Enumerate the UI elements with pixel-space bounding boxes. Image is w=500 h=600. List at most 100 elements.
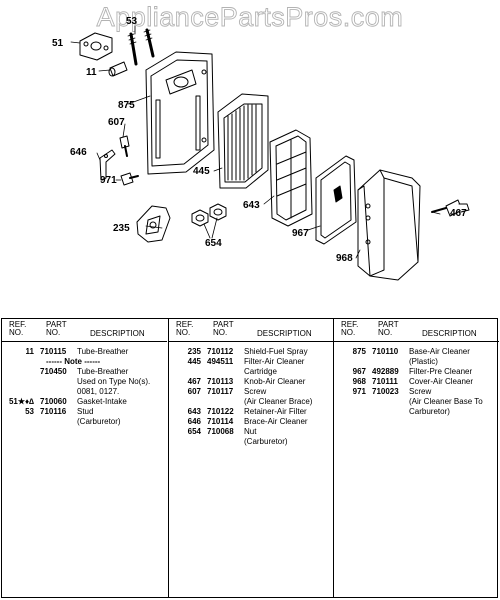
ref-number: 607 xyxy=(187,387,201,396)
description-line: 0081, 0127. xyxy=(77,387,120,396)
ref-number: 445 xyxy=(187,357,201,366)
header-description: DESCRIPTION xyxy=(90,329,145,338)
part-description: Knob-Air Cleaner xyxy=(244,377,334,387)
description-line: (Carburetor) xyxy=(77,417,121,426)
knob-air-cleaner-part xyxy=(431,199,470,217)
ref-number: 654 xyxy=(187,427,201,436)
callout-967: 967 xyxy=(292,228,309,239)
description-line: (Plastic) xyxy=(409,357,438,366)
part-number: 494511 xyxy=(207,357,234,366)
description-line: Cover-Air Cleaner xyxy=(409,377,474,386)
ref-number: 971 xyxy=(352,387,366,396)
callout-607: 607 xyxy=(108,117,125,128)
description-line: Used on Type No(s). xyxy=(77,377,151,386)
callout-235: 235 xyxy=(113,223,130,234)
ref-number: 643 xyxy=(187,407,201,416)
note-label: ------ Note ------ xyxy=(46,357,101,366)
description-line: Base-Air Cleaner xyxy=(409,347,470,356)
part-description: Screw(Air Cleaner Brace) xyxy=(244,387,334,407)
callout-875: 875 xyxy=(118,100,135,111)
description-line: (Air Cleaner Brace) xyxy=(244,397,313,406)
description-line: Filter-Air Cleaner xyxy=(244,357,305,366)
part-number: 710112 xyxy=(207,347,234,356)
brace-air-cleaner-part xyxy=(99,149,116,181)
part-description: Brace-Air Cleaner xyxy=(244,417,334,427)
callout-971: 971 xyxy=(100,175,117,186)
base-air-cleaner-part xyxy=(145,51,215,175)
ref-number: 967 xyxy=(352,367,366,376)
description-line: Nut xyxy=(244,427,257,436)
callout-467: 467 xyxy=(450,208,467,219)
part-number: 710116 xyxy=(40,407,67,416)
part-description: Stud(Carburetor) xyxy=(77,407,167,427)
callout-53: 53 xyxy=(126,16,138,27)
watermark-text: AppliancePartsPros.com xyxy=(96,2,404,33)
part-number: 710115 xyxy=(40,347,67,356)
header-description: DESCRIPTION xyxy=(257,329,312,338)
description-line: (Carburetor) xyxy=(244,437,288,446)
tube-breather-part xyxy=(108,61,128,77)
retainer-air-filter-part xyxy=(269,129,313,227)
part-description: Nut(Carburetor) xyxy=(244,427,334,447)
callout-654: 654 xyxy=(205,238,222,249)
part-description: Tube-Breather xyxy=(77,347,167,357)
part-number: 710060 xyxy=(40,397,67,406)
part-number: 710111 xyxy=(372,377,398,386)
description-line: Tube-Breather xyxy=(77,367,129,376)
callout-51: 51 xyxy=(52,38,64,49)
callout-646: 646 xyxy=(70,147,87,158)
screw-971-part xyxy=(120,172,139,186)
callout-445: 445 xyxy=(193,166,210,177)
description-line: (Air Cleaner Base To xyxy=(409,397,483,406)
ref-number: 235 xyxy=(187,347,201,356)
part-description: Cover-Air Cleaner xyxy=(409,377,499,387)
part-number: 710122 xyxy=(207,407,234,416)
ref-number: 53 xyxy=(25,407,34,416)
part-number: 710023 xyxy=(372,387,399,396)
description-line: Brace-Air Cleaner xyxy=(244,417,308,426)
part-number: 710068 xyxy=(207,427,234,436)
header-description: DESCRIPTION xyxy=(422,329,477,338)
part-number: 492889 xyxy=(372,367,399,376)
description-line: Tube-Breather xyxy=(77,347,129,356)
exploded-parts-diagram: 51 53 11 875 607 646 971 445 643 235 654… xyxy=(52,16,470,281)
part-number: 710110 xyxy=(372,347,399,356)
part-row: 968 710111 Cover-Air Cleaner xyxy=(334,377,499,387)
part-row: 643 710122 Retainer-Air Filter xyxy=(169,407,334,417)
part-row: 654 710068 Nut(Carburetor) xyxy=(169,427,334,447)
ref-number: 968 xyxy=(352,377,366,386)
part-description: Base-Air Cleaner(Plastic) xyxy=(409,347,499,367)
gasket-intake-part xyxy=(79,32,113,61)
description-line: Stud xyxy=(77,407,94,416)
description-line: Screw xyxy=(409,387,432,396)
ref-number: 875 xyxy=(352,347,366,356)
ref-number: 51★♦∆ xyxy=(8,397,34,406)
part-row: 875 710110 Base-Air Cleaner(Plastic) xyxy=(334,347,499,367)
part-row: 53 710116 Stud(Carburetor) xyxy=(2,407,167,427)
filter-air-cleaner-part xyxy=(217,93,269,189)
part-description: Retainer-Air Filter xyxy=(244,407,334,417)
cover-air-cleaner-part xyxy=(357,169,421,281)
callout-643: 643 xyxy=(243,200,260,211)
callout-labels: 51 53 11 875 607 646 971 445 643 235 654… xyxy=(52,16,467,264)
header-ref-no: REF.NO. xyxy=(341,320,359,337)
description-line: Cartridge xyxy=(244,367,277,376)
callout-968: 968 xyxy=(336,253,353,264)
description-line: Knob-Air Cleaner xyxy=(244,377,306,386)
part-number: 710114 xyxy=(207,417,234,426)
